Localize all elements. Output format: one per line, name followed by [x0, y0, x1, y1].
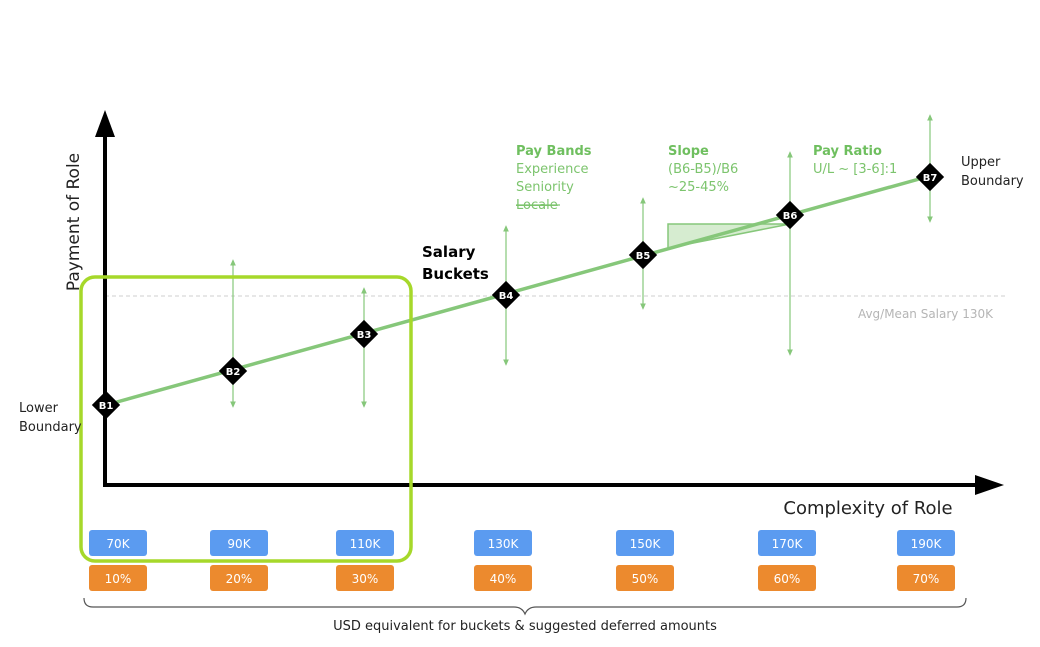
bucket-marker-label: B6	[783, 211, 798, 222]
deferred-pill-label: 60%	[774, 572, 801, 586]
deferred-pill-label: 10%	[105, 572, 132, 586]
lower-boundary-line-2: Boundary	[19, 420, 82, 435]
lower-boundary-label: Lower Boundary	[19, 401, 82, 435]
bucket-marker-b7: B7	[915, 162, 945, 192]
salary-pills: 70K 90K 110K 130K 150K 170K 190K	[89, 530, 955, 556]
bucket-marker-b1: B1	[91, 390, 121, 420]
salary-buckets-line-2: Buckets	[422, 265, 489, 283]
salary-pill-b3: 110K	[336, 530, 394, 556]
pay-ratio-title: Pay Ratio	[813, 144, 882, 159]
salary-pill-b6: 170K	[758, 530, 816, 556]
salary-pill-label: 170K	[772, 537, 804, 551]
highlight-box	[79, 275, 413, 563]
lower-boundary-line-1: Lower	[19, 401, 59, 416]
deferred-pill-label: 30%	[352, 572, 379, 586]
bucket-marker-label: B1	[99, 401, 114, 412]
footer-brace	[83, 597, 967, 616]
salary-buckets-line-1: Salary	[422, 243, 476, 261]
salary-pill-b7: 190K	[897, 530, 955, 556]
deferred-pill-b3: 30%	[336, 565, 394, 591]
salary-pill-b2: 90K	[210, 530, 268, 556]
bucket-marker-b2: B2	[218, 356, 248, 386]
deferred-pill-label: 50%	[632, 572, 659, 586]
y-axis-arrowhead	[95, 110, 115, 137]
y-axis-label: Payment of Role	[64, 153, 84, 291]
deferred-pills: 10% 20% 30% 40% 50% 60% 70%	[89, 565, 955, 591]
bucket-marker-label: B4	[499, 291, 514, 302]
bucket-marker-b3: B3	[349, 319, 379, 349]
deferred-pill-b2: 20%	[210, 565, 268, 591]
upper-boundary-label: Upper Boundary	[961, 155, 1024, 189]
bucket-marker-label: B7	[923, 173, 938, 184]
salary-pill-label: 130K	[488, 537, 520, 551]
deferred-pill-b1: 10%	[89, 565, 147, 591]
pay-ratio-annotation: Pay Ratio U/L ~ [3-6]:1	[813, 144, 897, 177]
bucket-marker-b5: B5	[628, 240, 658, 270]
salary-pill-b4: 130K	[474, 530, 532, 556]
pay-bands-line-seniority: Seniority	[516, 180, 574, 195]
deferred-pill-label: 20%	[226, 572, 253, 586]
pay-bands-line-experience: Experience	[516, 162, 589, 177]
salary-pill-label: 190K	[911, 537, 943, 551]
deferred-pill-b6: 60%	[758, 565, 816, 591]
bucket-marker-label: B5	[636, 251, 651, 262]
avg-salary-reference-label: Avg/Mean Salary 130K	[858, 307, 994, 321]
deferred-pill-label: 40%	[490, 572, 517, 586]
slope-line-formula: (B6-B5)/B6	[668, 162, 738, 177]
pay-ratio-line: U/L ~ [3-6]:1	[813, 162, 897, 177]
salary-pill-b5: 150K	[616, 530, 674, 556]
x-axis-label: Complexity of Role	[783, 498, 952, 519]
deferred-pill-b5: 50%	[616, 565, 674, 591]
pay-bands-title: Pay Bands	[516, 144, 592, 159]
x-axis-arrowhead	[975, 475, 1004, 495]
bucket-marker-label: B2	[226, 367, 241, 378]
bucket-marker-label: B3	[357, 330, 372, 341]
salary-pill-label: 150K	[630, 537, 662, 551]
slope-line-range: ~25-45%	[668, 180, 729, 195]
salary-pill-label: 110K	[350, 537, 382, 551]
upper-boundary-line-2: Boundary	[961, 174, 1024, 189]
slope-annotation: Slope (B6-B5)/B6 ~25-45%	[668, 144, 738, 195]
range-indicators	[230, 114, 933, 408]
slope-title: Slope	[668, 144, 709, 159]
bucket-marker-b6: B6	[775, 200, 805, 230]
salary-pill-label: 70K	[106, 537, 130, 551]
pay-bands-annotation: Pay Bands Experience Seniority Locale	[516, 144, 592, 213]
salary-pill-label: 90K	[227, 537, 251, 551]
salary-pill-b1: 70K	[89, 530, 147, 556]
deferred-pill-b4: 40%	[474, 565, 532, 591]
bucket-marker-b4: B4	[491, 280, 521, 310]
salary-buckets-label: Salary Buckets	[422, 243, 489, 283]
deferred-pill-label: 70%	[913, 572, 940, 586]
deferred-pill-b7: 70%	[897, 565, 955, 591]
footer-caption: USD equivalent for buckets & suggested d…	[333, 619, 717, 634]
upper-boundary-line-1: Upper	[961, 155, 1001, 170]
